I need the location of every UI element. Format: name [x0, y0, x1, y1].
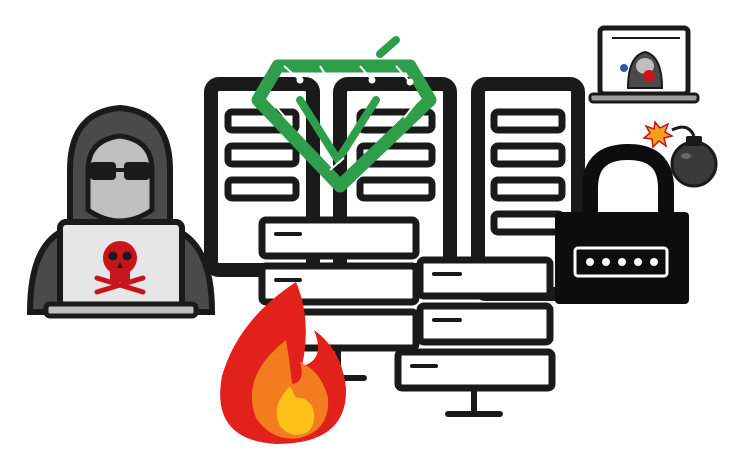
circuit-diamond-icon	[251, 36, 437, 193]
skull-icon	[94, 241, 146, 295]
networked-computers-icon	[258, 216, 556, 392]
spark-icon	[642, 120, 674, 149]
fire-icon	[220, 282, 347, 444]
password-dots	[586, 258, 658, 266]
hacked-laptop-icon	[588, 25, 700, 104]
circuit-traces	[269, 65, 419, 171]
bomb-icon	[670, 125, 718, 188]
